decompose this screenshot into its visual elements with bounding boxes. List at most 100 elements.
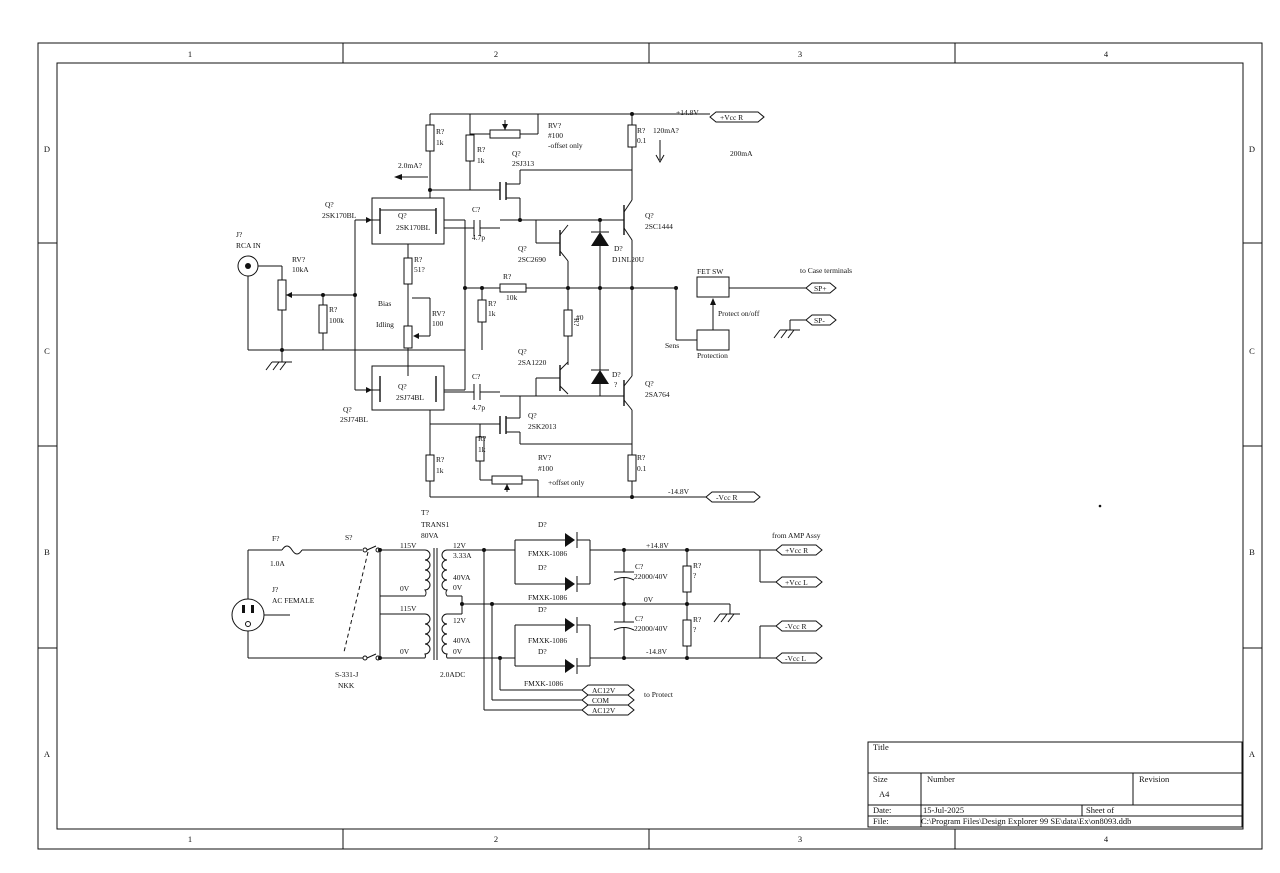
current-2ma-label: 2.0mA?: [398, 161, 423, 170]
port-ac12v-b: AC12V: [581, 704, 635, 716]
svg-text:+Vcc R: +Vcc R: [785, 546, 808, 555]
d3-ref: D?: [538, 605, 547, 614]
svg-text:SP-: SP-: [814, 316, 825, 325]
offset-pot-top-icon: [470, 114, 539, 139]
diode-bridge-4-icon: [514, 658, 590, 674]
mosfet-2sk2013-icon: [499, 396, 521, 444]
fuse-ref: F?: [272, 534, 280, 543]
row-label-c-right: C: [1249, 346, 1255, 356]
ac-ref: J?: [272, 585, 279, 594]
svg-text:+Vcc L: +Vcc L: [785, 578, 808, 587]
port-out-neg-vcc-l: -Vcc L: [775, 652, 823, 664]
jfet-input-pair-bottom-icon: [355, 365, 465, 411]
diode-bridge-1-icon: [514, 532, 590, 550]
arrow-left-icon: [394, 174, 428, 180]
r-mid-ref: R?: [572, 318, 581, 327]
trans-va: 80VA: [421, 531, 439, 540]
rv-offset-bot-ref: RV?: [538, 453, 552, 462]
q-j313-ref: Q?: [512, 149, 521, 158]
bjt-2sa1220-icon: [535, 361, 569, 396]
arrow-up-icon: [710, 298, 716, 330]
diode-bridge-3-icon: [530, 617, 590, 633]
ground-icon-sp: [773, 319, 806, 339]
cap-22000-top-icon: [613, 550, 635, 604]
q-a764-val: 2SA764: [645, 390, 670, 399]
pri-0b: 0V: [400, 647, 410, 656]
sec-12b: 12V: [453, 616, 467, 625]
svg-text:-Vcc R: -Vcc R: [716, 493, 737, 502]
rb1-ref: R?: [693, 561, 702, 570]
power-switch-icon: [343, 545, 381, 661]
row-label-c-left: C: [44, 346, 50, 356]
pri-0a: 0V: [400, 584, 410, 593]
rv-volume-val: 10kA: [292, 265, 309, 274]
q-c2690-val: 2SC2690: [518, 255, 546, 264]
q-c1444-val: 2SC1444: [645, 222, 673, 231]
sec-333: 3.33A: [453, 551, 472, 560]
rv-offset-top-ref: RV?: [548, 121, 562, 130]
svg-text:AC12V: AC12V: [592, 706, 616, 715]
d-top-ref: D?: [614, 244, 623, 253]
q-in-bot-val: 2SJ74BL: [340, 415, 368, 424]
r1k-c-ref: R?: [488, 299, 497, 308]
trans-name: TRANS1: [421, 520, 450, 529]
r-mid-val: #0: [576, 313, 584, 322]
title-label: Title: [873, 742, 889, 752]
sens-label: Sens: [665, 341, 679, 350]
c47-bot-val: 4.7p: [472, 403, 485, 412]
fuse-val: 1.0A: [270, 559, 285, 568]
d1-ref: D?: [538, 520, 547, 529]
cap-22000-bottom-icon: [613, 604, 635, 658]
r10k-val: 10k: [506, 293, 518, 302]
r1k-c-val: 1k: [488, 309, 496, 318]
protection-label: Protection: [697, 351, 728, 360]
jfet-input-pair-top-icon: [355, 197, 465, 258]
port-neg-vcc-r-bottom: -Vcc R: [705, 491, 761, 503]
svg-text:COM: COM: [592, 696, 609, 705]
sec-0b: 0V: [453, 647, 463, 656]
protect-onoff-label: Protect on/off: [718, 309, 760, 318]
d2-val: FMXK-1086: [528, 593, 567, 602]
rail-neg-label: -14.8V: [646, 647, 668, 656]
input-jack-ref: J?: [236, 230, 243, 239]
rv-offset-top-note: -offset only: [548, 141, 583, 150]
rb2-ref: R?: [693, 615, 702, 624]
amp-vcc-neg-label: -14.8V: [668, 487, 690, 496]
pri-115a: 115V: [400, 541, 417, 550]
r1k-b-ref: R?: [477, 145, 486, 154]
fet-sw-label: FET SW: [697, 267, 724, 276]
power-supply-section: J? AC FEMALE F? 1.0A S? S-331-J NKK: [231, 508, 823, 716]
r-100k-ref: R?: [329, 305, 338, 314]
r1k-a-ref: R?: [436, 127, 445, 136]
q-a1220-ref: Q?: [518, 347, 527, 356]
r51-ref: R?: [414, 255, 423, 264]
port-out-neg-vcc-r: -Vcc R: [775, 620, 823, 632]
bias-pot-icon: [403, 297, 431, 366]
q-k2013-val: 2SK2013: [528, 422, 557, 431]
rv-bias-ref: RV?: [432, 309, 446, 318]
title-block: Title Size A4 Number Revision Date: 15-J…: [867, 741, 1243, 828]
q-k2013-ref: Q?: [528, 411, 537, 420]
switch-maker: NKK: [338, 681, 355, 690]
d-bot-ref: D?: [612, 370, 621, 379]
size-value: A4: [879, 789, 890, 799]
current-120ma-label: 120mA?: [653, 126, 680, 135]
port-com: COM: [581, 694, 635, 706]
svg-text:-Vcc L: -Vcc L: [785, 654, 806, 663]
rv-volume-ref: RV?: [292, 255, 306, 264]
amplifier-section: +14.8V +Vcc R -14.8V -Vcc R J? RCA IN: [236, 108, 852, 503]
rv-offset-bot-note: +offset only: [548, 478, 585, 487]
rb1-val: ?: [693, 571, 697, 580]
q-in-bot-ref: Q?: [343, 405, 352, 414]
svg-text:-Vcc R: -Vcc R: [785, 622, 806, 631]
sheet-frame: 1 2 3 4 1 2 3 4 D C B A D C B A: [37, 42, 1263, 850]
q-in-top2-val: 2SK170BL: [396, 223, 431, 232]
col-label-1-top: 1: [188, 49, 192, 59]
to-protect-label: to Protect: [644, 690, 674, 699]
rv-offset-top-val: #100: [548, 131, 563, 140]
row-label-a-left: A: [44, 749, 51, 759]
date-value: 15-Jul-2025: [923, 805, 964, 815]
bjt-2sc2690-icon: [535, 220, 569, 310]
number-label: Number: [927, 774, 955, 784]
switch-part: S-331-J: [335, 670, 358, 679]
